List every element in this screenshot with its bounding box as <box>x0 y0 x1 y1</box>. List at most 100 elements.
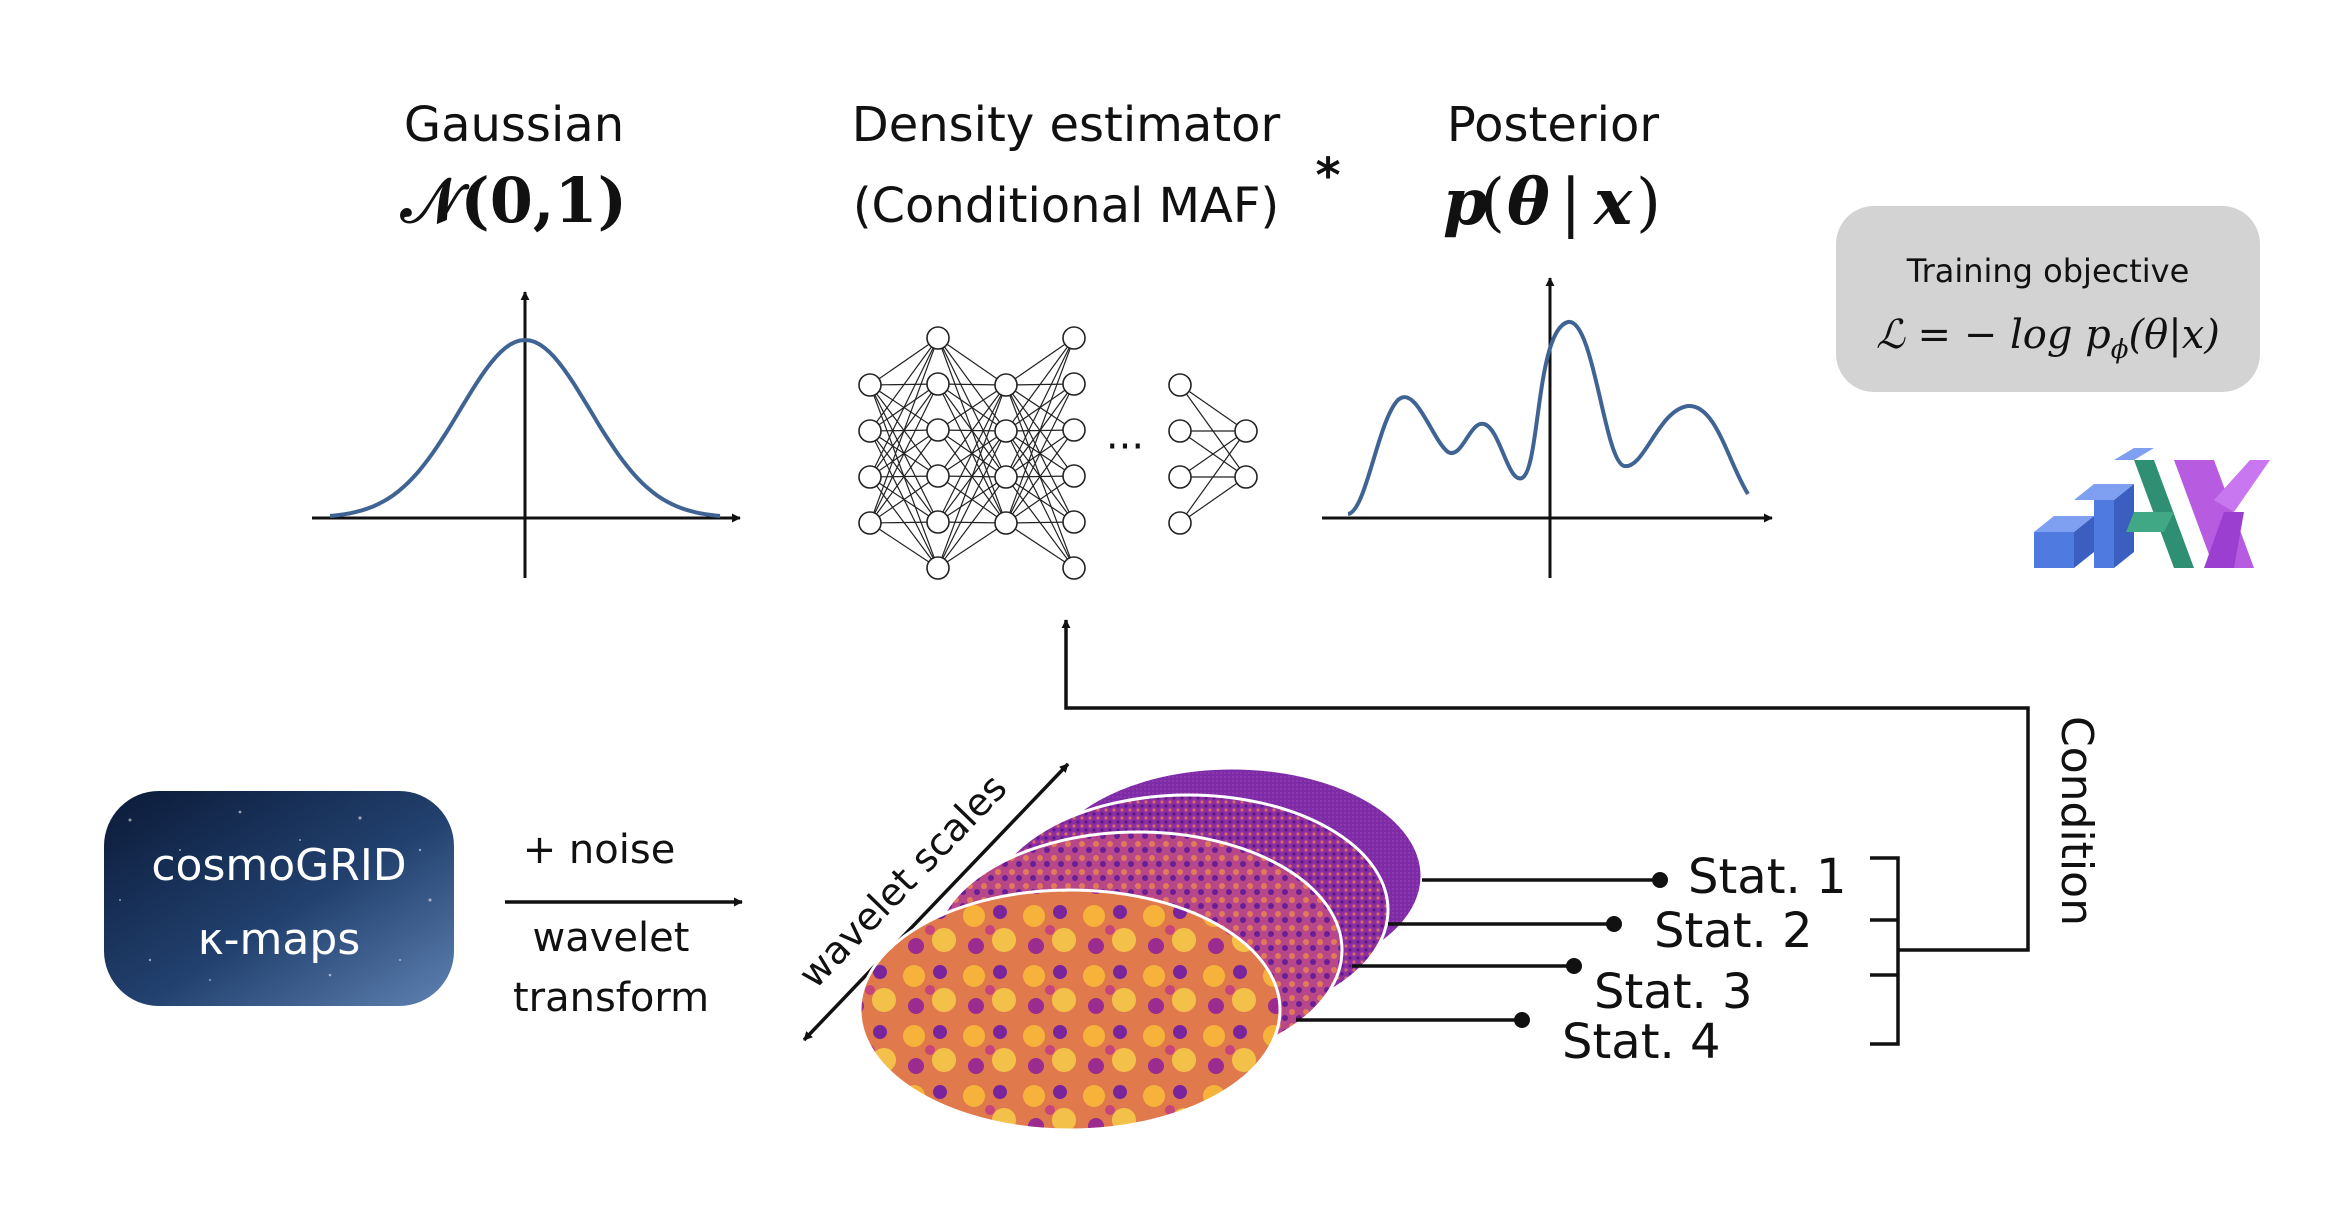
network-node <box>1062 372 1086 396</box>
network-edge <box>869 337 939 386</box>
network-node <box>926 372 950 396</box>
gaussian-title: Gaussian <box>404 97 624 153</box>
posterior-formula-open: ( <box>1480 166 1505 240</box>
posterior-title: Posterior <box>1447 97 1659 153</box>
network-node <box>858 373 882 397</box>
network-edge <box>937 476 1007 569</box>
stat-1-label: Stat. 1 <box>1688 849 1847 905</box>
network-edge <box>937 522 1007 569</box>
network-edge <box>937 384 1007 569</box>
gaussian-panel: Gaussian 𝒩(0,1) <box>312 97 741 578</box>
network-edge <box>869 429 939 524</box>
posterior-formula: p ( θ | x ) <box>1443 165 1661 240</box>
network-node <box>1168 511 1192 535</box>
network-node <box>1062 464 1086 488</box>
stat-2-label: Stat. 2 <box>1654 903 1813 959</box>
neural-network-icon <box>858 326 1086 580</box>
network-edge <box>1005 337 1075 386</box>
stat-dot-4 <box>1514 1012 1530 1028</box>
posterior-curve <box>1347 320 1750 516</box>
training-objective-formula-sub: ϕ <box>2111 335 2129 365</box>
network-edge <box>869 383 939 524</box>
kappa-maps-label: κ-maps <box>198 914 361 965</box>
transform-label: transform <box>513 975 709 1021</box>
training-objective-formula-tail: (θ|x) <box>2129 312 2220 358</box>
network-edge <box>937 384 1007 523</box>
network-edge <box>1005 337 1075 478</box>
density-estimator-panel: Density estimator (Conditional MAF) * ··… <box>852 97 1341 580</box>
jax-logo <box>2034 448 2270 568</box>
network-edge <box>1005 383 1075 524</box>
wavelet-map-1 <box>858 888 1282 1132</box>
training-objective-formula: ℒ = − log pϕ(θ|x) <box>1876 312 2220 365</box>
network-node <box>1062 510 1086 534</box>
network-edge <box>1179 430 1247 478</box>
network-edge <box>937 430 1007 569</box>
network-edge <box>1179 430 1247 524</box>
training-objective-title: Training objective <box>1906 252 2190 290</box>
network-edge <box>1005 337 1075 432</box>
condition-label: Condition <box>2051 716 2102 926</box>
network-edge <box>1005 429 1075 524</box>
wavelet-map-stack: wavelet scales <box>790 762 1424 1132</box>
network-edge <box>869 522 939 569</box>
network-node <box>926 556 950 580</box>
network-edge <box>937 337 1007 386</box>
density-estimator-title: Density estimator <box>852 97 1281 153</box>
network-edge <box>869 337 939 478</box>
network-node <box>994 511 1018 535</box>
stat-dot-1 <box>1652 872 1668 888</box>
network-edge <box>937 384 1007 477</box>
network-node <box>926 418 950 442</box>
neural-network-tail-icon <box>1168 373 1258 535</box>
network-node <box>926 510 950 534</box>
noise-label: + noise <box>523 827 676 873</box>
posterior-formula-bar: | <box>1560 166 1582 240</box>
network-edge <box>869 475 939 524</box>
network-edge <box>1179 476 1247 524</box>
star-field <box>119 810 432 981</box>
network-node <box>1062 326 1086 350</box>
transform-arrow: + noise wavelet transform <box>505 827 743 1021</box>
network-edge <box>1179 384 1247 432</box>
stat-4-label: Stat. 4 <box>1562 1014 1721 1070</box>
network-node <box>926 464 950 488</box>
stat-dot-3 <box>1566 958 1582 974</box>
gaussian-curve <box>329 337 721 518</box>
posterior-panel: Posterior p ( θ | x ) <box>1322 97 1773 578</box>
network-node <box>1234 419 1258 443</box>
training-objective-box: Training objective ℒ = − log pϕ(θ|x) <box>1836 206 2260 392</box>
stat-bracket <box>1870 856 1900 1046</box>
network-ellipsis: ··· <box>1106 424 1144 470</box>
wavelet-label: wavelet <box>533 915 690 961</box>
network-node <box>926 326 950 350</box>
network-node <box>1168 465 1192 489</box>
condition-arrow <box>1061 619 2030 952</box>
posterior-formula-close: ) <box>1636 166 1661 240</box>
network-node <box>1062 418 1086 442</box>
network-node <box>994 419 1018 443</box>
condition-path: Condition <box>1061 619 2102 952</box>
density-estimator-subtitle: (Conditional MAF) <box>853 178 1279 234</box>
network-node <box>994 373 1018 397</box>
gaussian-formula: 𝒩(0,1) <box>400 164 627 237</box>
network-node <box>858 465 882 489</box>
posterior-formula-x: x <box>1592 165 1633 240</box>
network-node <box>1168 419 1192 443</box>
posterior-formula-p: p <box>1443 165 1488 240</box>
network-edge <box>869 337 939 524</box>
cosmogrid-maps-box: cosmoGRID κ-maps <box>104 791 454 1006</box>
network-edge <box>1005 522 1075 569</box>
cosmogrid-title: cosmoGRID <box>151 840 406 891</box>
footnote-asterisk: * <box>1315 148 1340 204</box>
network-node <box>1062 556 1086 580</box>
statistics-group: Stat. 1 Stat. 2 Stat. 3 Stat. 4 <box>1296 849 1900 1070</box>
network-node <box>994 465 1018 489</box>
network-edge <box>937 384 1007 431</box>
training-objective-formula-main: ℒ = − log p <box>1876 312 2111 358</box>
stat-dot-2 <box>1606 916 1622 932</box>
network-node <box>1234 465 1258 489</box>
network-edge <box>1005 337 1075 524</box>
network-edge <box>869 337 939 432</box>
